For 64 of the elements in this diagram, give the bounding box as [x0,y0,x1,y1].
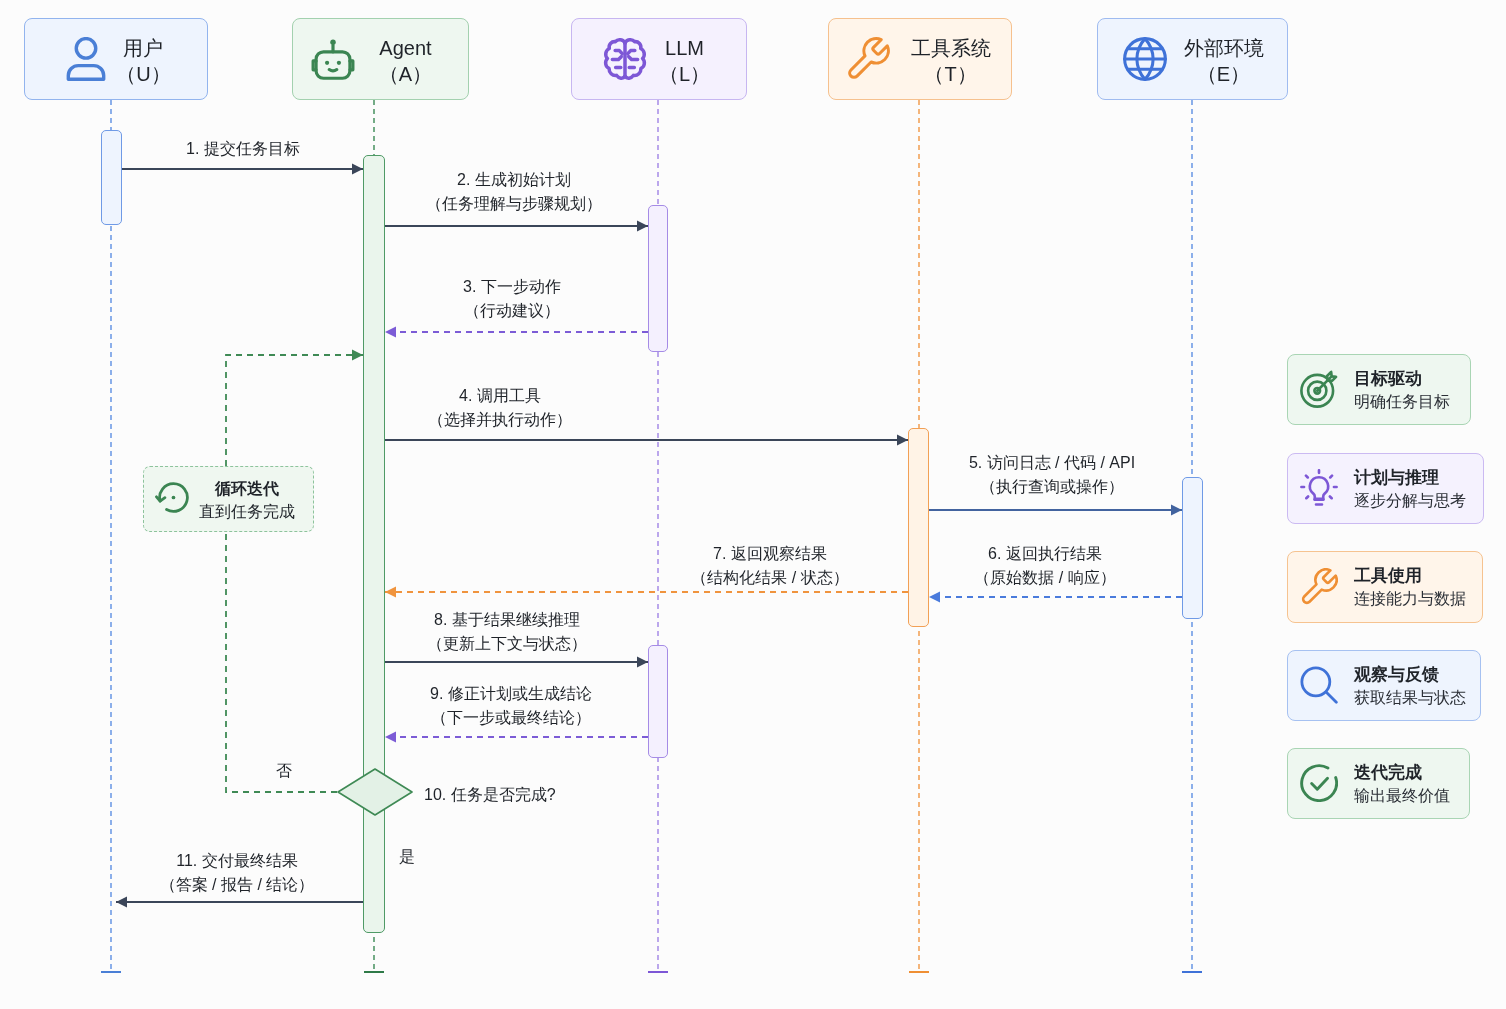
participant-box [24,18,208,100]
activation-bar [648,645,668,758]
arrow [384,731,649,743]
branch-label: 否 [276,761,292,781]
arrow [115,896,364,908]
participant-name: 用户 [123,36,164,61]
card-title: 计划与推理 [1354,467,1439,489]
message-label: 7. 返回观察结果（结构化结果 / 状态） [691,544,849,588]
message-label: 3. 下一步动作（行动建议） [463,277,561,321]
arrow [121,163,364,175]
activation-bar [1182,477,1203,619]
note-box [143,466,314,532]
participant-code: （A） [378,62,433,87]
participant-name: 工具系统 [910,36,991,61]
message-label: 9. 修正计划或生成结论（下一步或最终结论） [430,684,592,728]
arrow [384,656,649,668]
activation-bar [101,130,122,225]
participant-box [1097,18,1288,100]
card-subtitle: 输出最终价值 [1354,786,1450,806]
card-subtitle: 明确任务目标 [1354,392,1450,412]
message-label: 1. 提交任务目标 [186,139,300,159]
participant-code: （U） [116,62,171,87]
card-title: 工具使用 [1354,565,1422,587]
arrow [384,326,649,338]
feature-card [1287,650,1481,721]
card-subtitle: 获取结果与状态 [1354,688,1466,708]
activation-bar [908,428,929,627]
participant-code: （T） [924,62,977,87]
feature-card [1287,551,1483,623]
participant-name: LLM [665,36,704,61]
activation-bar [648,205,668,352]
card-title: 目标驱动 [1354,368,1422,390]
decision-diamond [337,768,413,816]
participant-name: Agent [379,36,432,61]
message-label: 4. 调用工具（选择并执行动作） [428,386,572,430]
node-caption: 10. 任务是否完成? [424,785,556,805]
arrow [928,504,1183,516]
feature-card [1287,453,1484,524]
participant-code: （L） [658,62,711,87]
participant-box [571,18,747,100]
feature-card [1287,748,1470,819]
message-label: 6. 返回执行结果（原始数据 / 响应） [974,544,1116,588]
feature-card [1287,354,1471,425]
arrow [225,349,364,467]
message-label: 11. 交付最终结果（答案 / 报告 / 结论） [159,851,315,895]
arrow [384,434,909,446]
card-title: 迭代完成 [1354,762,1422,784]
participant-box [292,18,469,100]
branch-label: 是 [399,847,415,867]
arrow [384,220,649,232]
participant-code: （E） [1196,62,1251,87]
message-label: 2. 生成初始计划（任务理解与步骤规划） [426,170,602,214]
note-text: 直到任务完成 [198,502,295,522]
card-subtitle: 逐步分解与思考 [1354,491,1466,511]
arrow [928,591,1183,603]
card-title: 观察与反馈 [1354,664,1439,686]
message-label: 8. 基于结果继续推理（更新上下文与状态） [427,610,587,654]
message-label: 5. 访问日志 / 代码 / API（执行查询或操作） [968,453,1136,497]
arrow [384,586,909,598]
note-title: 循环迭代 [214,479,279,499]
connector-line [225,531,338,793]
card-subtitle: 连接能力与数据 [1354,589,1466,609]
participant-box [828,18,1012,100]
participant-name: 外部环境 [1183,36,1264,61]
